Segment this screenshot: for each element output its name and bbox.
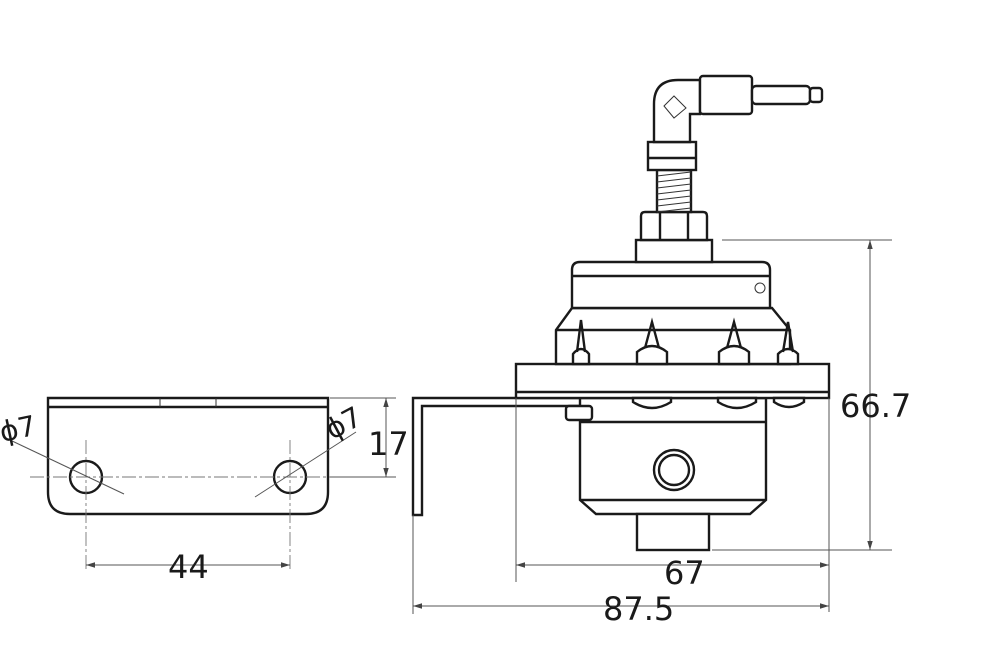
label-total-height: 66.7 — [840, 387, 911, 425]
dim-bracket-height — [330, 397, 396, 478]
label-overall-width: 87.5 — [603, 590, 674, 628]
label-bracket-height: 17 — [368, 425, 409, 463]
bracket-front-view — [9, 396, 360, 570]
regulator-side-view — [411, 74, 831, 552]
cap-bolts — [571, 317, 800, 366]
label-flange-width: 67 — [664, 554, 705, 592]
dim-overall-width — [412, 515, 829, 614]
dim-total-height — [712, 239, 892, 551]
label-hole-dia-left: ϕ7 — [0, 409, 39, 449]
label-hole-spacing: 44 — [168, 548, 209, 586]
dim-flange-width — [515, 398, 830, 612]
